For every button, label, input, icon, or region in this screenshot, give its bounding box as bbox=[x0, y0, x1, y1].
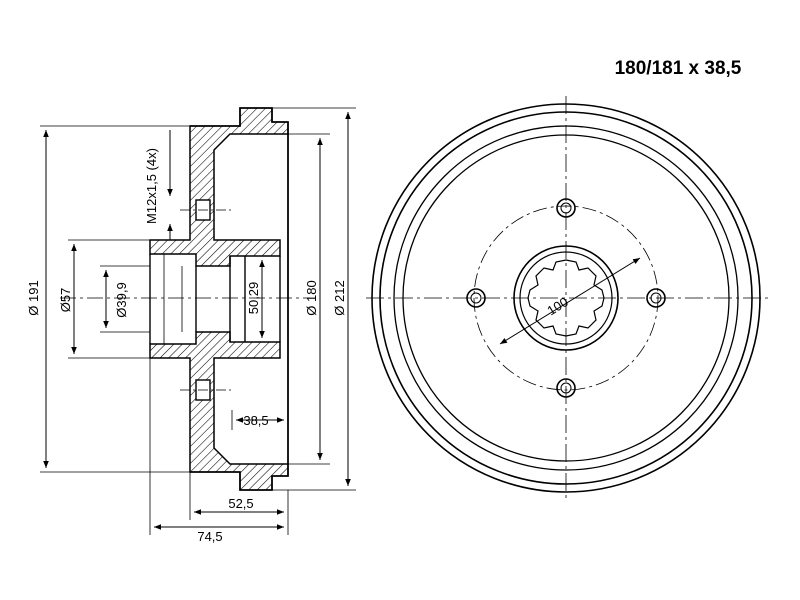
inner-total-depth-label: 52,5 bbox=[228, 496, 253, 511]
thread-label: M12x1,5 (4x) bbox=[144, 148, 159, 224]
drawing-title: 180/181 x 38,5 bbox=[615, 58, 742, 79]
front-view bbox=[366, 96, 768, 500]
hub-outer-diameter-label: Ø57 bbox=[58, 288, 73, 313]
total-depth-label: 74,5 bbox=[197, 529, 222, 544]
bore-diameter-label: Ø39,9 bbox=[114, 282, 129, 317]
section-view bbox=[60, 107, 310, 491]
drum-inner-diameter-label: Ø 180 bbox=[304, 280, 319, 315]
outer-diameter-label: Ø 212 bbox=[332, 280, 347, 315]
section-dimensions bbox=[40, 107, 356, 535]
flange-diameter-label: Ø 191 bbox=[26, 280, 41, 315]
drum-depth-label: 38,5 bbox=[243, 413, 268, 428]
hub-inner-diameter-label: 50,29 bbox=[246, 282, 261, 315]
